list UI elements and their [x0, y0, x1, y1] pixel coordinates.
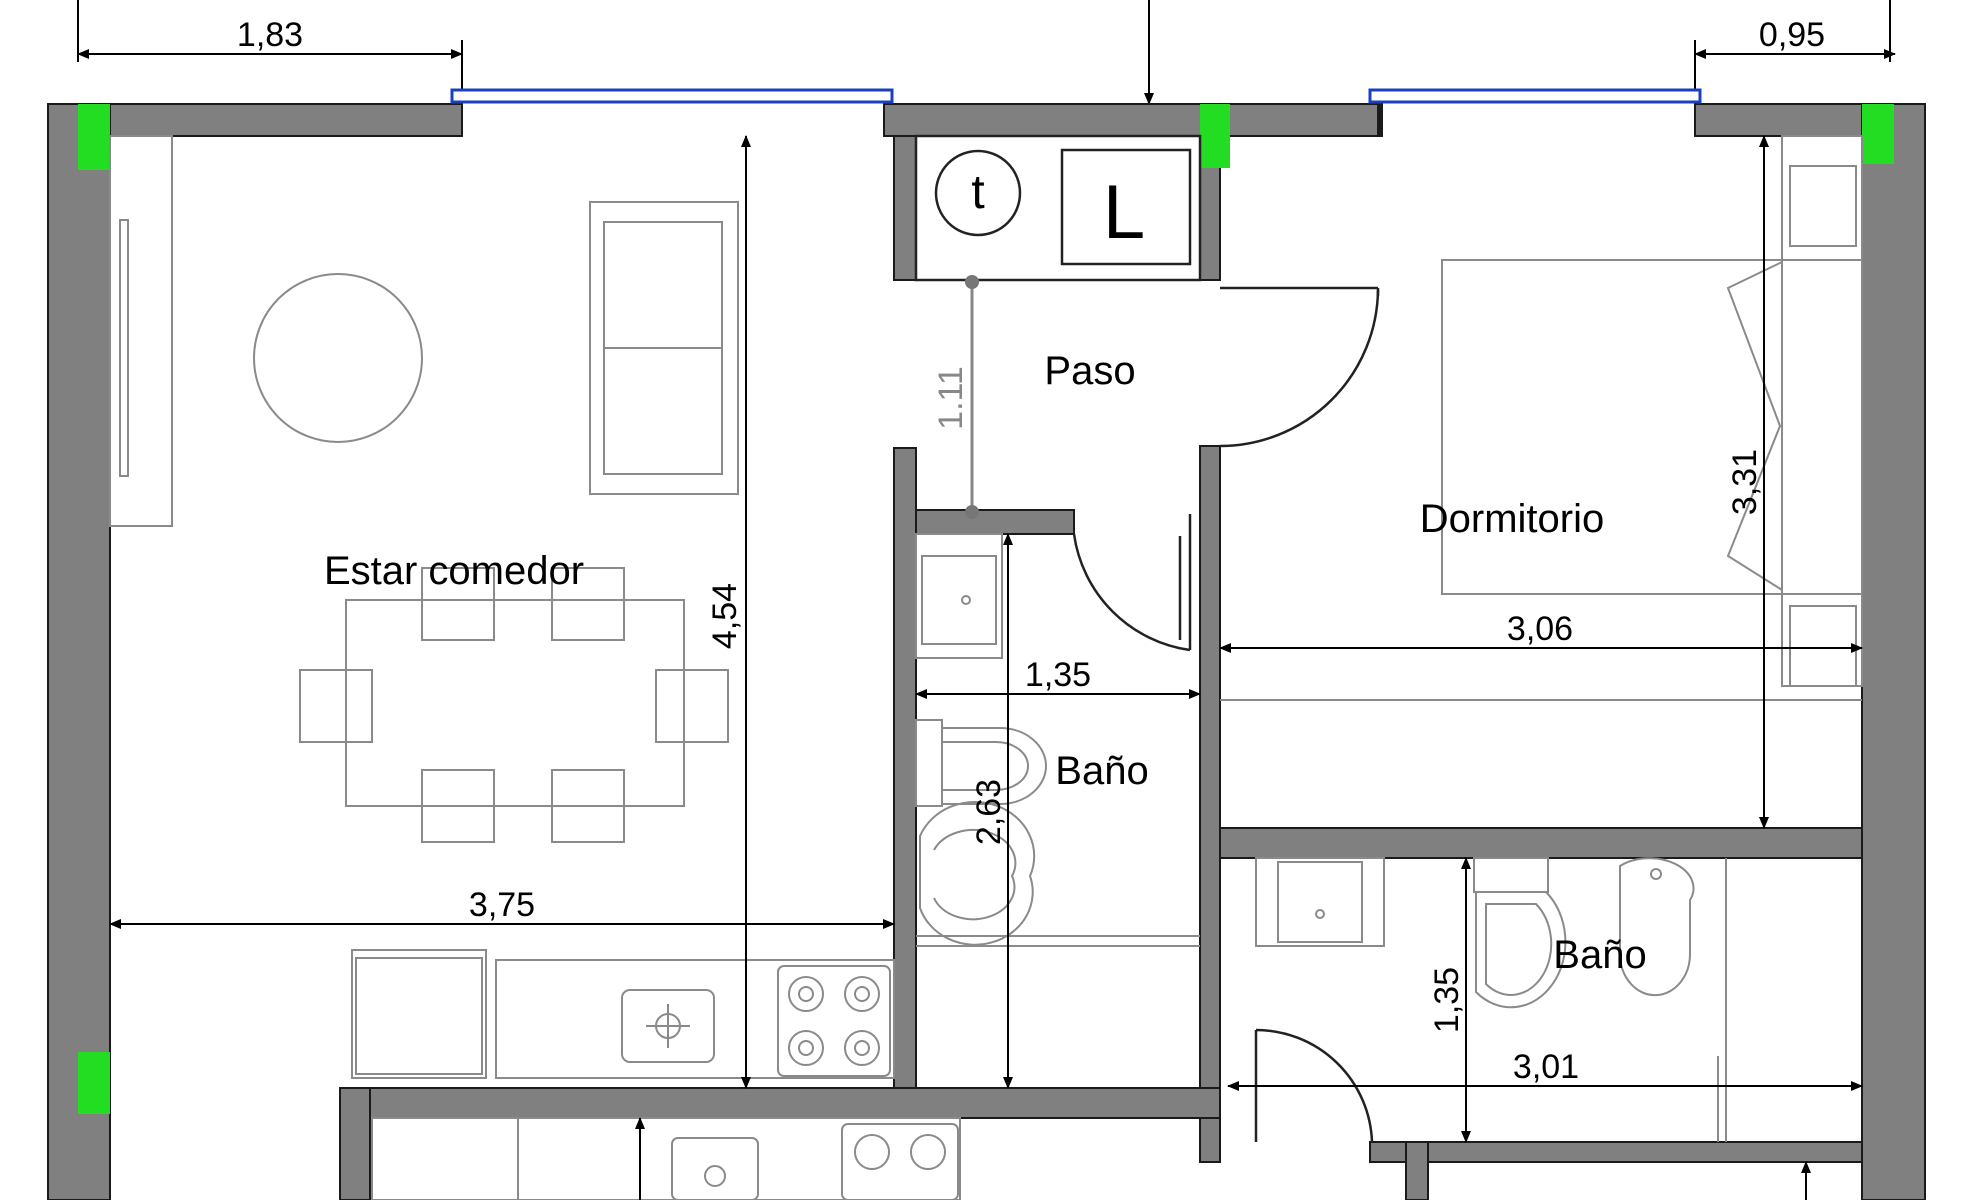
laundry-icon: [1060, 148, 1192, 266]
dim-bedroom-width: 3,06: [1507, 610, 1573, 648]
dim-living-height: 4,54: [706, 583, 744, 649]
thermo-symbol: t: [971, 166, 984, 219]
bedroom-furniture: [1220, 135, 1863, 701]
dim-living-width: 3,75: [469, 886, 535, 924]
dim-bath2-width: 3,01: [1513, 1048, 1579, 1086]
dim-bath2-height: 1,35: [1428, 967, 1466, 1033]
room-label-bath-2: Baño: [1553, 933, 1646, 977]
walls: [47, 103, 1926, 1200]
windows: [450, 88, 1702, 136]
bath2-fixtures: [1255, 857, 1727, 1142]
kitchen-counter: [351, 949, 961, 1200]
passage-dimension: [965, 275, 979, 519]
interior-dimensions: [109, 135, 1863, 1200]
dim-bath-width: 1,35: [1025, 656, 1091, 694]
room-label-passage: Paso: [1044, 349, 1135, 393]
dim-bedroom-height: 3,31: [1726, 449, 1764, 515]
doors: [1072, 286, 1380, 1143]
dim-bath-height: 2,63: [970, 779, 1008, 845]
laundry-closet: [914, 134, 1202, 282]
dim-top-right: 0,95: [1759, 16, 1825, 54]
living-furniture: [109, 135, 739, 843]
dim-passage-height: 1.11: [932, 366, 970, 430]
thermo-icon: [934, 149, 1022, 237]
bath1-fixtures: [915, 533, 1200, 947]
laundry-symbol: L: [1103, 170, 1145, 255]
room-label-living: Estar comedor: [324, 549, 584, 593]
room-label-bedroom: Dormitorio: [1420, 497, 1604, 541]
top-dimensions: [77, 0, 1896, 105]
columns: [78, 104, 1894, 1114]
room-label-bath-1: Baño: [1055, 749, 1148, 793]
dim-top-left: 1,83: [237, 16, 303, 54]
